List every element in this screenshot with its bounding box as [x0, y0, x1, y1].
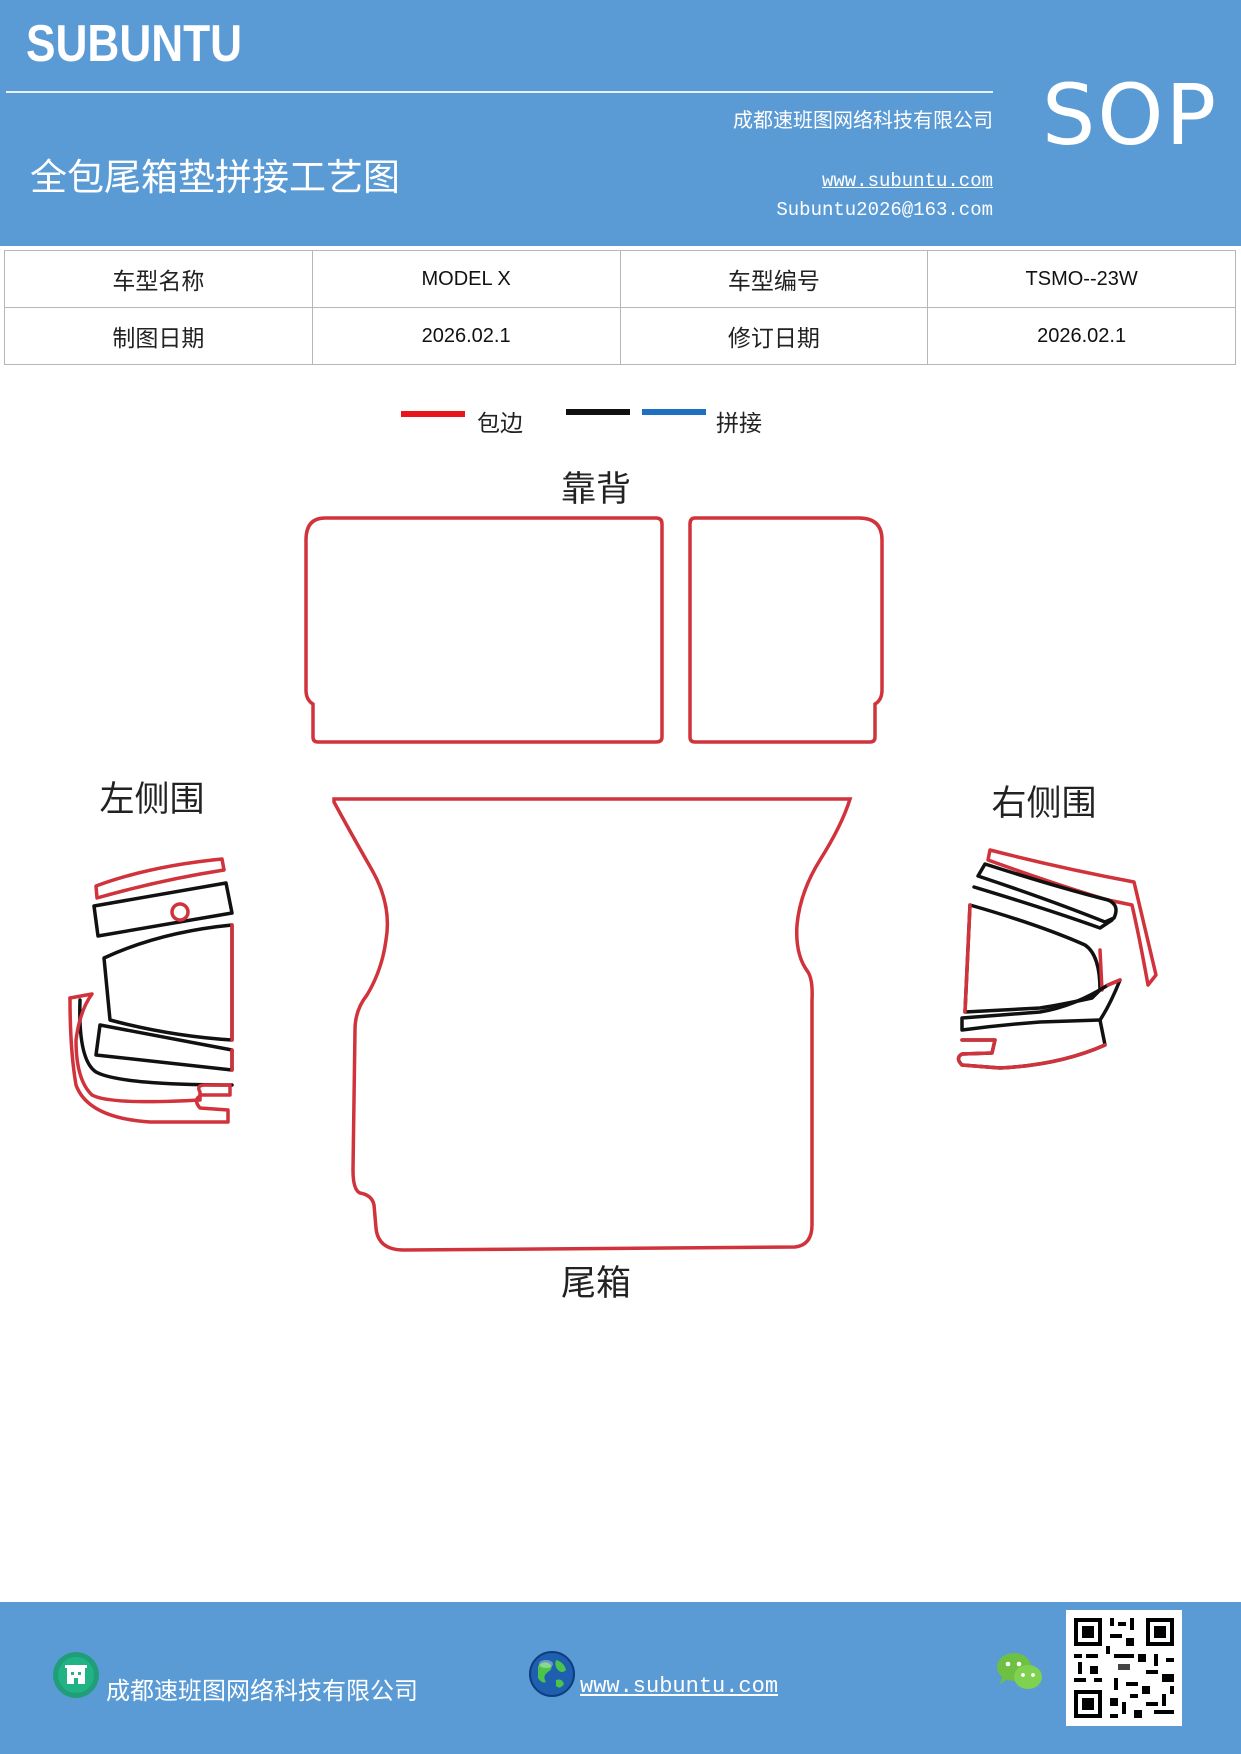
- legend-seam-blue-swatch: [642, 409, 706, 415]
- model-name-label: 车型名称: [4, 250, 313, 308]
- backrest-right-panel: [688, 516, 884, 744]
- model-code-value: TSMO--23W: [927, 250, 1236, 308]
- revision-date-label: 修订日期: [619, 307, 929, 365]
- revision-date-value: 2026.02.1: [927, 307, 1236, 365]
- model-code-label: 车型编号: [619, 250, 929, 308]
- footer-company-name: 成都速班图网络科技有限公司: [106, 1677, 418, 1705]
- brand-logo: SUBUNTU: [26, 15, 243, 73]
- header-banner: SUBUNTU SOP 成都速班图网络科技有限公司 全包尾箱垫拼接工艺图 www…: [0, 0, 1241, 246]
- header-divider: [6, 91, 993, 93]
- legend-seam-label: 拼接: [716, 411, 762, 437]
- building-icon: [53, 1652, 99, 1698]
- qr-code[interactable]: [1066, 1610, 1182, 1726]
- right-side-label: 右侧围: [991, 784, 1096, 824]
- trunk-label: 尾箱: [561, 1264, 631, 1304]
- header-company-name: 成都速班图网络科技有限公司: [733, 108, 993, 132]
- table-row: 制图日期 2026.02.1 修订日期 2026.02.1: [4, 307, 1236, 365]
- trunk-floor-panel: [332, 797, 853, 1252]
- table-row: 车型名称 MODEL X 车型编号 TSMO--23W: [4, 250, 1236, 308]
- legend-edge-label: 包边: [477, 411, 523, 437]
- wechat-icon: [997, 1653, 1042, 1689]
- drawing-date-label: 制图日期: [4, 307, 313, 365]
- model-name-value: MODEL X: [311, 250, 621, 308]
- left-side-label: 左侧围: [99, 780, 204, 820]
- left-side-panel: [68, 857, 234, 1124]
- document-title: 全包尾箱垫拼接工艺图: [30, 156, 400, 199]
- backrest-label: 靠背: [561, 470, 631, 510]
- footer-website-link[interactable]: www.subuntu.com: [580, 1674, 779, 1699]
- drawing-date-value: 2026.02.1: [311, 307, 621, 365]
- right-side-panel: [956, 848, 1158, 1070]
- header-email[interactable]: Subuntu2026@163.com: [776, 199, 993, 221]
- backrest-left-panel: [304, 516, 664, 744]
- legend-seam-black-swatch: [566, 409, 630, 415]
- globe-icon: [529, 1651, 575, 1697]
- vehicle-info-table: 车型名称 MODEL X 车型编号 TSMO--23W 制图日期 2026.02…: [4, 250, 1236, 365]
- legend-edge-swatch: [401, 411, 465, 417]
- qr-code-pattern: [1066, 1610, 1182, 1726]
- header-website-link[interactable]: www.subuntu.com: [821, 170, 993, 192]
- legend: 包边 拼接: [0, 400, 1241, 440]
- mat-diagram: 靠背 尾箱 左侧围 右侧围: [68, 470, 1158, 1304]
- sop-label: SOP: [1042, 66, 1219, 164]
